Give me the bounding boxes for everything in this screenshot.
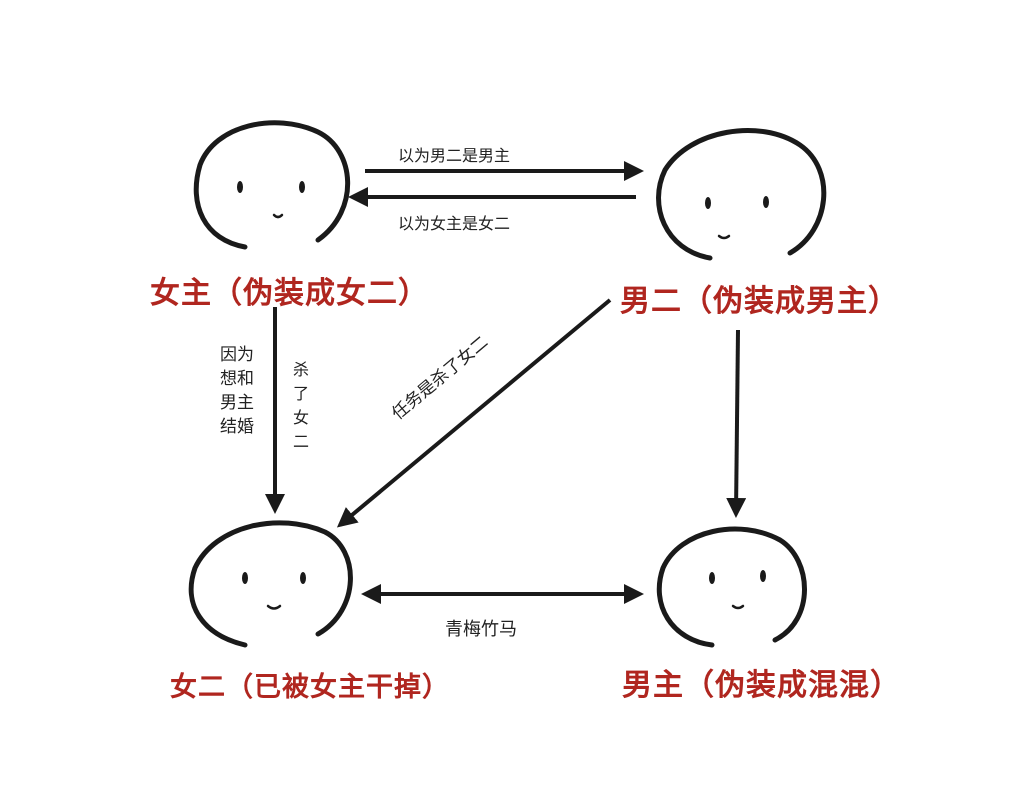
face-male-lead [656,526,807,648]
arrow-ms-to-ml [726,329,747,518]
edge-label-ms-to-fl: 以为女主是女二 [398,214,511,233]
edge-label-fl-to-fs-reason: 因为想和男主结婚 [220,345,254,437]
label-female-lead: 女主（伪装成女二） [150,276,429,311]
label-male-second: 男二（伪装成男主） [620,284,899,319]
edge-label-fl-to-ms: 以为男二是男主 [398,146,511,165]
face-male-second [656,128,827,261]
face-female-second [188,520,353,648]
edge-label-fs-ml: 青梅竹马 [445,619,517,640]
label-male-lead: 男主（伪装成混混） [622,668,901,703]
face-female-lead [193,120,351,250]
edge-label-fl-to-fs-action: 杀了女二 [293,360,310,451]
label-female-second: 女二（已被女主干掉） [170,672,450,703]
arrow-ms-to-fs [336,298,612,528]
